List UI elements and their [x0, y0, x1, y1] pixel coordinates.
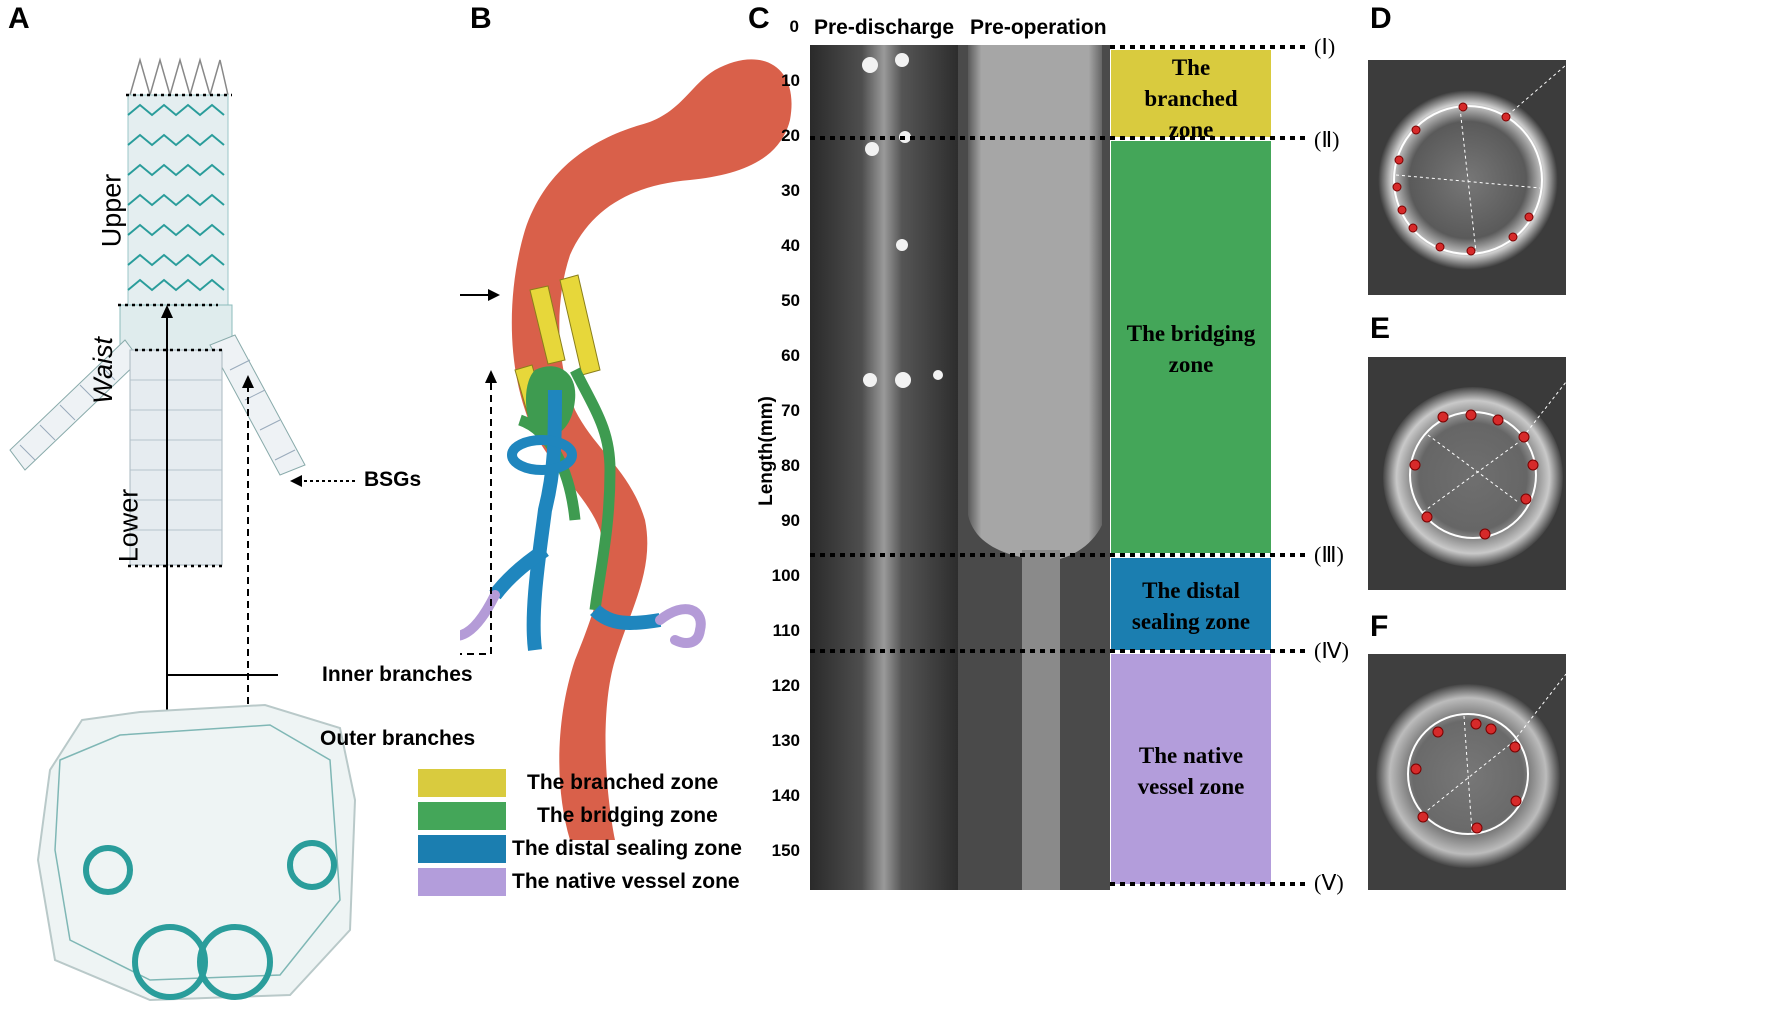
lower-label: Lower [113, 488, 144, 563]
legend-swatch-branched [418, 769, 506, 797]
legend-label-bridging: The bridging zone [537, 804, 718, 827]
level-i: (Ⅰ) [1314, 34, 1336, 59]
panel-label-b: B [470, 2, 492, 35]
length-tick-30: 30 [781, 181, 800, 200]
length-tick-40: 40 [781, 236, 800, 255]
level-iv: (Ⅳ) [1314, 638, 1349, 663]
aorta-3d-model [460, 59, 792, 841]
level-lines [810, 45, 1305, 886]
length-tick-20: 20 [781, 126, 800, 145]
length-tick-0: 0 [789, 17, 799, 36]
length-tick-110: 110 [772, 621, 800, 640]
zone-branched [1111, 50, 1271, 137]
column-header-pre-operation: Pre-operation [970, 16, 1107, 39]
cross-section-e [1368, 357, 1566, 590]
length-tick-70: 70 [781, 401, 800, 420]
panel-label-d: D [1370, 2, 1392, 35]
legend-label-native: The native vessel zone [512, 870, 740, 893]
length-tick-60: 60 [781, 346, 800, 365]
cross-section-d [1368, 60, 1566, 295]
length-tick-90: 90 [781, 511, 800, 530]
length-tick-100: 100 [771, 566, 800, 585]
legend-swatch-distal [418, 835, 506, 863]
length-tick-50: 50 [781, 291, 800, 310]
level-v: (Ⅴ) [1314, 870, 1344, 895]
length-tick-80: 80 [781, 456, 800, 475]
cross-section-f [1368, 654, 1566, 890]
ct-images [810, 45, 1110, 890]
zone-distal-sealing [1111, 558, 1271, 650]
zone-native-vessel [1111, 654, 1271, 884]
outer-branches-label: Outer branches [320, 727, 476, 750]
length-tick-120: 120 [771, 676, 800, 695]
inner-branches-label: Inner branches [322, 663, 473, 686]
upper-label: Upper [96, 173, 127, 248]
length-tick-150: 150 [771, 841, 800, 860]
waist-label: Waist [88, 336, 119, 405]
panel-label-e: E [1370, 312, 1391, 345]
panel-label-c: C [748, 2, 770, 35]
bsgs-label: BSGs [364, 468, 422, 491]
zone-bridging [1111, 141, 1271, 553]
column-header-pre-discharge: Pre-discharge [814, 16, 955, 39]
length-tick-130: 130 [771, 731, 800, 750]
panel-label-a: A [8, 2, 30, 35]
level-ii: (Ⅱ) [1314, 127, 1340, 152]
panel-label-f: F [1370, 610, 1389, 643]
level-iii: (Ⅲ) [1314, 542, 1344, 567]
legend-label-distal: The distal sealing zone [512, 837, 742, 860]
legend-swatch-native [418, 868, 506, 896]
length-tick-140: 140 [771, 786, 800, 805]
length-tick-10: 10 [781, 71, 800, 90]
length-axis-label: Length(mm) [755, 396, 777, 506]
legend-label-branched: The branched zone [527, 771, 719, 794]
stent-graft-illustration [9, 57, 357, 1002]
legend-swatch-bridging [418, 802, 506, 830]
